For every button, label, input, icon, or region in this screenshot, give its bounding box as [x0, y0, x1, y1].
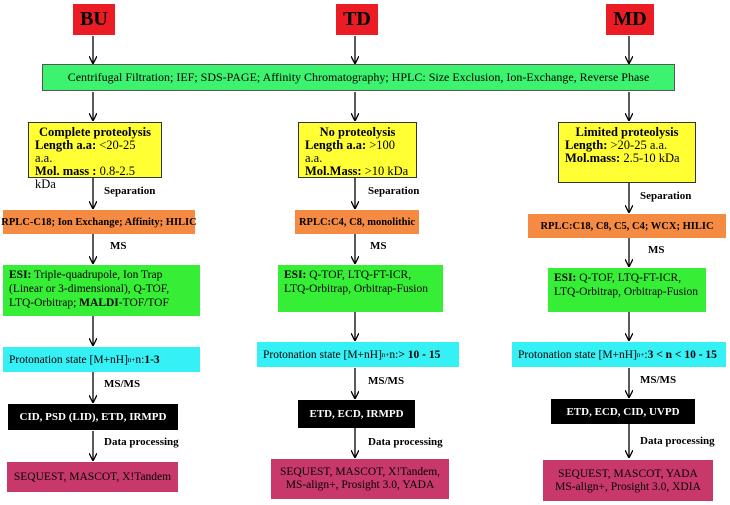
bu-maldi-label: MALDI	[79, 297, 119, 309]
td-protonation-value: > 10 - 15	[398, 348, 441, 361]
md-fragmentation-box: ETD, ECD, CID, UVPD	[551, 399, 695, 424]
bu-software-line1: SEQUEST, MASCOT, X!Tandem	[13, 470, 172, 483]
md-protonation-box: Protonation state [M+nH]n+: 3 < n < 10 -…	[512, 342, 726, 367]
td-software-line2: MS-align+, Prosight 3.0, YADA	[285, 479, 435, 491]
bu-title: Complete proteolysis	[39, 125, 151, 139]
md-proteolysis-box: Limited proteolysis Length: >20-25 a.a. …	[558, 122, 696, 183]
td-length-value: >100 a.a.	[305, 138, 396, 165]
bu-length-value: <20-25 a.a.	[35, 138, 136, 165]
md-esi-text: Q-TOF, LTQ-FT-ICR, LTQ-Orbitrap, Orbitra…	[554, 272, 698, 298]
bu-length-label: Length a.a:	[35, 138, 97, 152]
td-mass-value: >10 kDa	[361, 164, 409, 178]
td-software-line1: SEQUEST, MASCOT, X!Tandem,	[279, 466, 441, 478]
td-mass-label: Mol.Mass:	[305, 164, 362, 178]
td-protonation-box: Protonation state [M+nH]n+ n: > 10 - 15	[257, 342, 459, 367]
td-protonation-sup: n+	[381, 350, 390, 359]
bu-software-box: SEQUEST, MASCOT, X!Tandem	[7, 462, 178, 492]
bu-data-processing-label: Data processing	[104, 436, 179, 448]
md-title: Limited proteolysis	[575, 125, 679, 139]
bu-separation-label: Separation	[104, 185, 156, 197]
md-separation-label: Separation	[640, 190, 692, 202]
bu-esi-label: ESI:	[9, 269, 32, 281]
bu-proteolysis-box: Complete proteolysis Length a.a: <20-25 …	[28, 122, 162, 191]
md-ms-label: MS	[648, 244, 665, 256]
bu-fragmentation-box: CID, PSD (LID), ETD, IRMPD	[8, 404, 178, 430]
td-length-label: Length a.a:	[305, 138, 367, 152]
md-length-value: >20-25 a.a.	[607, 138, 668, 152]
td-proteolysis-box: No proteolysis Length a.a: >100 a.a. Mol…	[298, 122, 417, 178]
md-software-line2: MS-align+, Prosight 3.0, XDIA	[555, 480, 701, 493]
md-protonation-value: 3 < n < 10 - 15	[647, 348, 717, 361]
bu-protonation-sup: n+	[127, 355, 136, 364]
md-protonation-prefix: Protonation state [M+nH]	[518, 348, 637, 361]
bu-msms-label: MS/MS	[104, 378, 141, 390]
header-td: TD	[336, 4, 378, 35]
bu-maldi-text: -TOF/TOF	[118, 297, 169, 309]
td-title: No proteolysis	[319, 125, 396, 139]
bu-mass-value: 0.8-2.5 kDa	[35, 164, 135, 191]
td-msms-label: MS/MS	[368, 375, 405, 387]
header-md: MD	[606, 4, 654, 35]
separation-methods-band: Centrifugal Filtration; IEF; SDS-PAGE; A…	[42, 64, 675, 91]
td-separation-box: RPLC:C4, C8, monolithic	[295, 210, 419, 234]
md-separation-box: RPLC:C18, C8, C5, C4; WCX; HILIC	[528, 214, 726, 238]
bu-mass-label: Mol. mass :	[35, 164, 97, 178]
md-length-label: Length:	[565, 138, 608, 152]
bu-protonation-prefix: Protonation state [M+nH]	[9, 353, 128, 366]
md-software-box: SEQUEST, MASCOT, YADA MS-align+, Prosigh…	[543, 460, 713, 501]
bu-protonation-box: Protonation state [M+nH]n+ n: 1-3	[3, 347, 200, 372]
td-esi-text: Q-TOF, LTQ-FT-ICR, LTQ-Orbitrap, Orbitra…	[284, 269, 428, 295]
md-mass-label: Mol.mass:	[565, 151, 621, 165]
md-protonation-mid: :	[644, 348, 648, 361]
md-mass-value: 2.5-10 kDa	[620, 151, 680, 165]
td-software-box: SEQUEST, MASCOT, X!Tandem, MS-align+, Pr…	[271, 459, 449, 499]
bu-separation-box: RPLC-C18; Ion Exchange; Affinity; HILIC	[1, 210, 197, 234]
bu-ms-label: MS	[110, 240, 127, 252]
td-ms-box: ESI: Q-TOF, LTQ-FT-ICR, LTQ-Orbitrap, Or…	[278, 265, 443, 312]
md-esi-label: ESI:	[554, 272, 577, 284]
bu-esi-text: Triple-quadrupole, Ion Trap (Linear or 3…	[9, 269, 170, 309]
td-data-processing-label: Data processing	[368, 436, 443, 448]
bu-ms-box: ESI: Triple-quadrupole, Ion Trap (Linear…	[3, 265, 200, 316]
td-esi-label: ESI:	[284, 269, 307, 281]
td-fragmentation-box: ETD, ECD, IRMPD	[298, 400, 415, 428]
bu-protonation-value: 1-3	[144, 353, 160, 366]
bu-protonation-mid: n:	[135, 353, 145, 366]
md-software-line1: SEQUEST, MASCOT, YADA	[558, 467, 698, 480]
td-separation-label: Separation	[368, 185, 420, 197]
md-ms-box: ESI: Q-TOF, LTQ-FT-ICR, LTQ-Orbitrap, Or…	[548, 268, 706, 312]
header-bu: BU	[73, 4, 115, 35]
md-data-processing-label: Data processing	[640, 435, 715, 447]
td-ms-label: MS	[370, 240, 387, 252]
md-protonation-sup: n+	[636, 350, 645, 359]
td-protonation-mid: n:	[389, 348, 399, 361]
td-protonation-prefix: Protonation state [M+nH]	[263, 348, 382, 361]
md-msms-label: MS/MS	[640, 374, 677, 386]
